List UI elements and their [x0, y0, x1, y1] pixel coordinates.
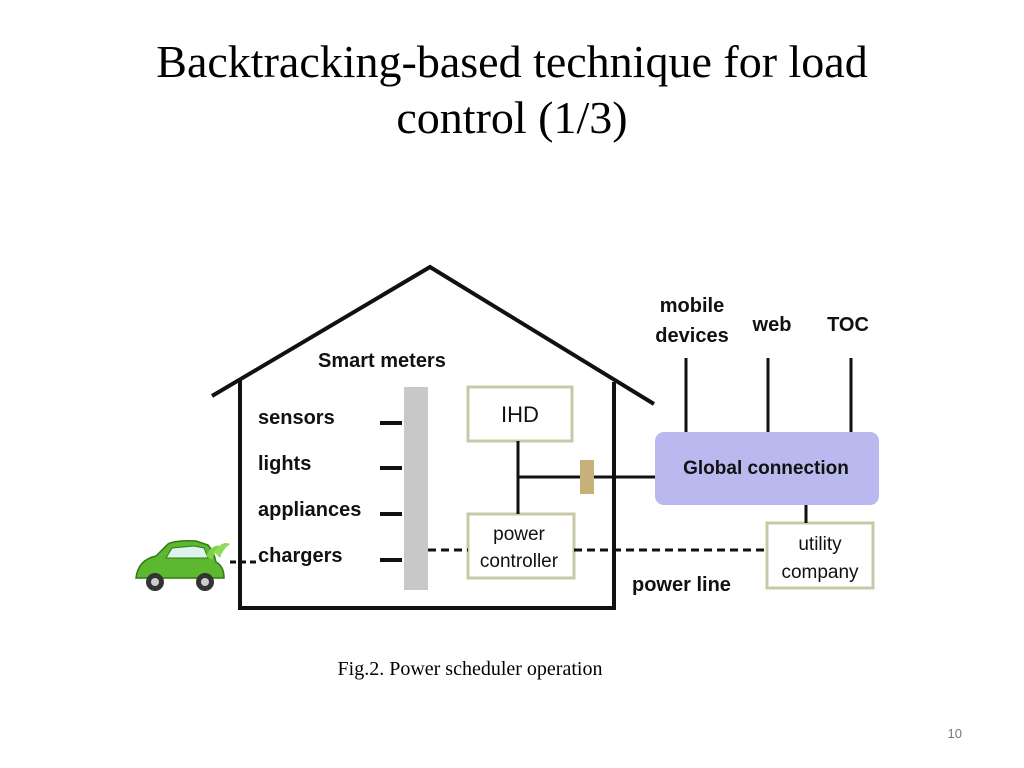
device-appliances: appliances [258, 499, 361, 521]
slide-title: Backtracking-based technique for load co… [40, 34, 984, 146]
utility-label-2: company [781, 562, 859, 583]
power-controller-label-2: controller [480, 551, 559, 572]
ihd-label: IHD [501, 402, 539, 427]
web-label: web [752, 314, 792, 336]
utility-company-box [765, 521, 875, 590]
global-connection-label: Global connection [683, 458, 849, 479]
device-chargers: chargers [258, 545, 343, 567]
title-line-2: control (1/3) [396, 92, 628, 143]
house-roof [210, 264, 656, 406]
toc-label: TOC [827, 314, 869, 336]
smart-meters-label: Smart meters [318, 350, 446, 372]
power-controller-label-1: power [493, 524, 545, 545]
power-controller-box [466, 512, 576, 580]
utility-label-1: utility [798, 534, 842, 555]
title-line-1: Backtracking-based technique for load [156, 36, 868, 87]
mobile-label-1: mobile [660, 295, 724, 317]
figure-caption: Fig.2. Power scheduler operation [337, 658, 603, 680]
mobile-label-2: devices [655, 325, 728, 347]
house-walls [238, 380, 616, 610]
wall-connector [580, 460, 594, 494]
global-connection-box [655, 432, 879, 505]
smart-meter-bar [404, 387, 428, 590]
device-lights: lights [258, 453, 311, 475]
power-line-label: power line [632, 574, 731, 596]
device-sensors: sensors [258, 407, 335, 429]
electric-car-icon [135, 540, 230, 591]
ihd-box [466, 385, 574, 443]
page-number: 10 [947, 726, 962, 741]
